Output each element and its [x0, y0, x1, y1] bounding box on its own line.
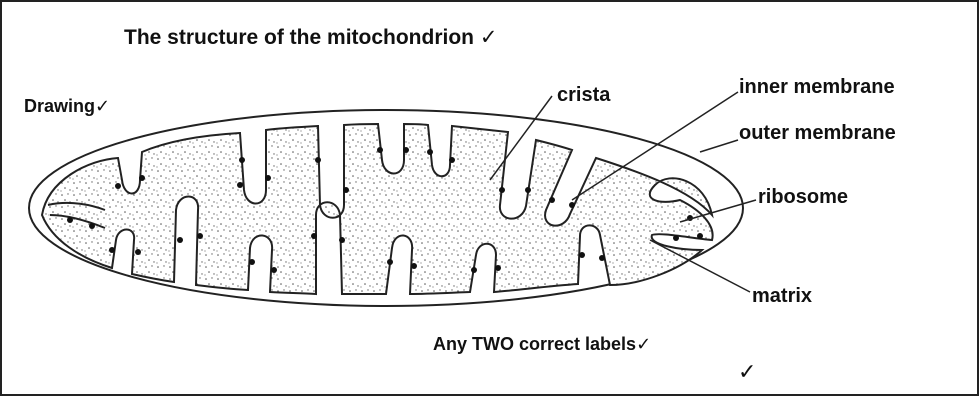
- outer-membrane-leader-line: [700, 140, 738, 152]
- marking-note: Any TWO correct labels✓: [433, 334, 651, 355]
- label-outer-membrane: outer membrane: [739, 122, 896, 145]
- label-crista: crista: [557, 84, 610, 107]
- drawing-label-text: Drawing: [24, 96, 95, 116]
- marking-note-text: Any TWO correct labels: [433, 334, 636, 354]
- title-check-mark: ✓: [480, 25, 498, 49]
- drawing-check-mark: ✓: [95, 96, 110, 117]
- diagram-title: The structure of the mitochondrion ✓: [124, 25, 497, 50]
- marking-check-mark: ✓: [636, 334, 651, 355]
- title-text: The structure of the mitochondrion: [124, 26, 474, 49]
- second-check-mark: ✓: [738, 360, 756, 385]
- label-inner-membrane: inner membrane: [739, 76, 895, 99]
- drawing-label: Drawing✓: [24, 96, 110, 117]
- label-matrix: matrix: [752, 285, 812, 308]
- label-ribosome: ribosome: [758, 186, 848, 209]
